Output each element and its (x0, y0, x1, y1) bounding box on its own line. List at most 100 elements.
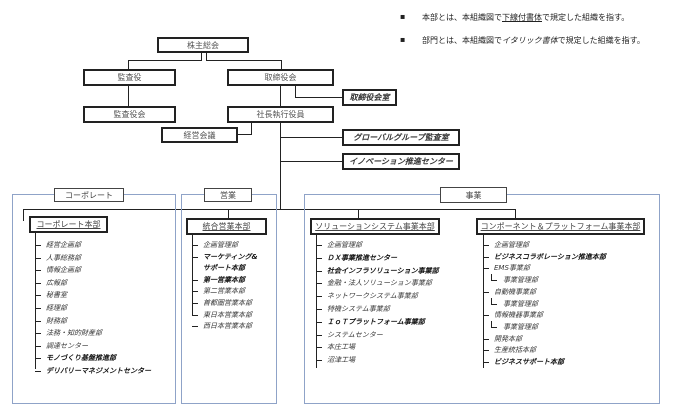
department-item: 第一営業本部 (203, 275, 245, 284)
sub-department-item: 事業管理部 (503, 276, 538, 285)
tree-branch (35, 270, 41, 272)
tree-branch (483, 256, 489, 258)
department-item: 人事総務部 (46, 253, 81, 262)
department-item: 情報企画部 (46, 266, 81, 275)
connector (206, 60, 282, 61)
tree-branch (192, 245, 198, 246)
global-audit-office-box: グローバルグループ監査室 (342, 129, 460, 146)
department-item: 情報機器事業部 (494, 311, 543, 320)
tree-line (491, 320, 492, 328)
department-item: 社会インフラソリューション事業部 (327, 266, 439, 275)
solutions-hq-box: ソリューションシステム事業本部 (310, 218, 440, 235)
department-item: 企画管理部 (203, 241, 238, 249)
components-hq-box: コンポーネント＆プラットフォーム事業本部 (476, 218, 645, 235)
connector (206, 51, 207, 60)
tree-branch (192, 303, 198, 304)
department-item: ビジネスサポート本部 (494, 358, 564, 366)
tree-branch (316, 283, 322, 285)
auditor-box: 監査役 (83, 69, 176, 86)
tree-branch (35, 282, 41, 284)
connector (295, 97, 342, 98)
connector (515, 209, 516, 218)
department-item: 財務部 (46, 316, 67, 325)
note-text: 本部とは、本組織図で下線付書体で規定した組織を指す。 (422, 13, 630, 22)
tree-branch (35, 308, 41, 309)
connector (280, 137, 342, 138)
bullet-icon: ▪ (400, 35, 406, 44)
tree-branch (483, 268, 489, 270)
legend-note-italic: ▪ 部門とは、本組織図でイタリック書体で規定した組織を指す。 (400, 35, 645, 46)
connector (228, 209, 229, 218)
tree-branch (35, 245, 41, 246)
connector (251, 123, 252, 135)
department-item: ＩｏＴプラットフォーム事業部 (327, 317, 425, 326)
bullet-icon: ▪ (400, 12, 406, 21)
tree-branch (192, 256, 198, 258)
department-item: 企画管理部 (327, 241, 362, 249)
tree-branch (316, 309, 322, 310)
board-of-directors-box: 取締役会 (227, 69, 334, 86)
tree-branch (316, 296, 322, 298)
tree-branch (316, 270, 322, 272)
tree-branch (491, 280, 497, 282)
department-item: 西日本営業本部 (203, 322, 252, 331)
tree-branch (483, 350, 489, 352)
tree-line (491, 297, 492, 305)
tree-line (35, 233, 36, 369)
audit-board-box: 監査役会 (83, 106, 176, 123)
connector (358, 209, 359, 218)
connector (280, 123, 281, 209)
department-item: ネットワークシステム事業部 (327, 292, 418, 301)
connector (128, 60, 202, 61)
tree-line (491, 274, 492, 282)
tree-branch (35, 358, 41, 360)
tree-branch (483, 315, 489, 317)
department-item: 企画管理部 (494, 241, 529, 249)
department-item: デリバリーマネジメントセンター (46, 367, 151, 375)
connector (280, 161, 342, 162)
department-item: 金融・法人ソリューション事業部 (327, 279, 432, 288)
tree-branch (192, 279, 198, 281)
department-item: 東日本営業本部 (203, 310, 252, 319)
tree-branch (35, 345, 41, 347)
department-item: ＤＸ事業推進センター (327, 253, 397, 262)
tree-branch (35, 371, 41, 372)
tree-line (192, 235, 193, 315)
business-label: 事業 (440, 187, 507, 203)
tree-line (316, 235, 317, 368)
sub-department-item: 事業管理部 (503, 299, 538, 308)
tree-branch (192, 291, 198, 293)
tree-branch (192, 314, 198, 316)
tree-branch (483, 245, 489, 246)
department-item: 特機システム事業部 (327, 305, 390, 313)
department-item: EMS事業部 (494, 264, 530, 273)
department-item: 第二営業本部 (203, 287, 245, 296)
tree-branch (483, 338, 489, 340)
tree-branch (491, 326, 497, 328)
tree-branch (35, 295, 41, 297)
tree-branch (316, 334, 322, 336)
corporate-label: コーポレート (54, 188, 124, 202)
connector (23, 209, 516, 210)
innovation-center-box: イノベーション推進センター (342, 153, 460, 170)
department-item: 開発本部 (494, 334, 522, 343)
tree-branch (483, 291, 489, 293)
department-item: 本庄工場 (327, 343, 355, 352)
tree-branch (483, 362, 489, 363)
board-office-box: 取締役会室 (342, 89, 397, 106)
tree-branch (491, 303, 497, 305)
tree-branch (316, 245, 322, 246)
connector (281, 60, 282, 69)
corporate-hq-box: コーポレート本部 (29, 216, 108, 233)
sales-hq-box: 統合営業本部 (186, 218, 267, 235)
department-item: 自動機事業部 (494, 287, 536, 296)
management-meeting-box: 経営会議 (161, 127, 238, 143)
note-text: 部門とは、本組織図でイタリック書体で規定した組織を指す。 (422, 36, 645, 45)
connector (280, 86, 281, 106)
department-item: 法務・知的財産部 (46, 329, 102, 338)
tree-branch (35, 333, 41, 335)
tree-branch (316, 321, 322, 323)
legend-note-underline: ▪ 本部とは、本組織図で下線付書体で規定した組織を指す。 (400, 12, 629, 23)
department-item: サポート本部 (203, 264, 245, 273)
ceo-box: 社長執行役員 (227, 106, 334, 123)
